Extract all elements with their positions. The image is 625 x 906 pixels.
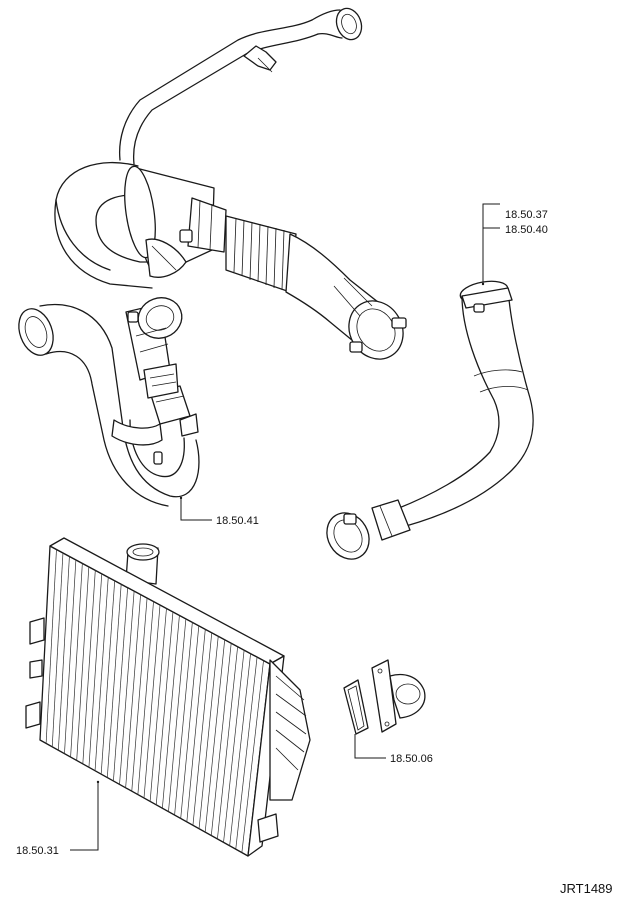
fin-line	[106, 584, 122, 778]
fin-line	[210, 643, 232, 836]
callout-18-50-37: 18.50.37	[505, 209, 548, 221]
fin-line	[180, 625, 200, 819]
fin-line	[76, 566, 90, 761]
callout-leaders	[70, 203, 500, 851]
callout-18-50-41: 18.50.41	[216, 515, 259, 527]
fin-line	[162, 615, 180, 809]
drawing-reference: JRT1489	[560, 881, 613, 896]
fin-line	[137, 601, 154, 795]
fin-line	[125, 594, 141, 788]
air-intake-hose-assembly	[54, 7, 407, 360]
hose-18-50-37	[326, 280, 534, 560]
fin-line	[229, 653, 251, 846]
fin-line	[131, 598, 148, 792]
fin-line	[186, 629, 206, 822]
fin-line	[58, 556, 70, 751]
fin-line	[223, 650, 245, 843]
fin-line	[100, 580, 116, 775]
fin-line	[143, 604, 161, 799]
fin-line	[235, 657, 258, 850]
fin-line	[45, 549, 57, 744]
callout-18-50-31: 18.50.31	[16, 845, 59, 857]
callout-18-50-40: 18.50.40	[505, 224, 548, 236]
fin-line	[155, 611, 174, 805]
fin-line	[198, 636, 219, 829]
hose-18-50-41	[18, 297, 200, 507]
gasket-18-50-06	[343, 659, 426, 735]
fin-line	[192, 632, 213, 826]
fin-line	[119, 591, 135, 785]
fin-line	[204, 639, 226, 833]
callout-18-50-06: 18.50.06	[390, 753, 433, 765]
intercooler-18-50-31	[25, 537, 311, 857]
fin-line	[82, 570, 96, 764]
fin-line	[70, 563, 83, 758]
core-fins	[45, 549, 264, 853]
fin-line	[168, 618, 187, 812]
fin-line	[94, 577, 109, 771]
fin-line	[51, 552, 64, 747]
fin-line	[64, 559, 77, 754]
fin-line	[241, 660, 264, 853]
fin-line	[113, 587, 128, 781]
fin-line	[88, 573, 103, 768]
fin-line	[149, 608, 167, 802]
fin-line	[217, 646, 238, 839]
fin-line	[174, 622, 193, 816]
